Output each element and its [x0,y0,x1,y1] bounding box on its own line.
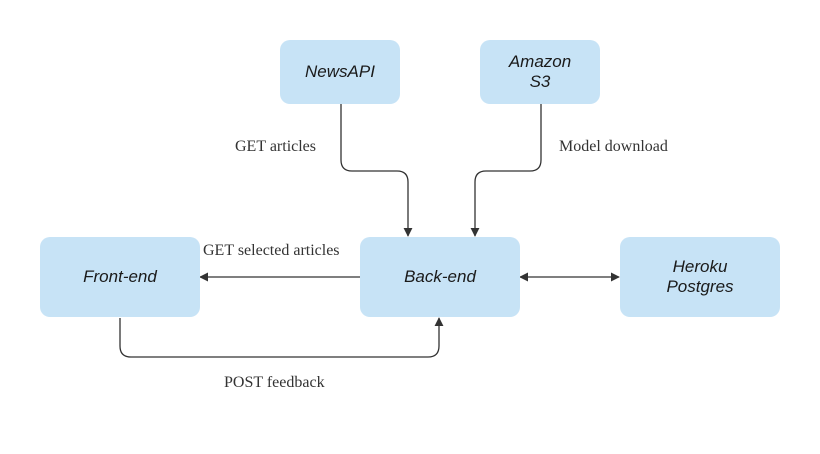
node-backend: Back-end [360,237,520,317]
node-newsapi-label: NewsAPI [305,62,375,81]
node-backend-label: Back-end [404,267,476,286]
node-amazon-s3-label: Amazon S3 [508,52,572,91]
edge-newsapi-to-backend [340,104,413,237]
label-post-feedback: POST feedback [224,374,325,391]
edge-s3-to-backend [470,104,542,237]
node-amazon-s3: Amazon S3 [480,40,600,104]
label-model-download: Model download [559,138,668,155]
label-get-articles: GET articles [235,138,317,155]
edge-frontend-to-backend [119,317,444,358]
node-frontend: Front-end [40,237,200,317]
node-heroku-postgres-label: Heroku Postgres [666,257,734,296]
label-get-selected-articles: GET selected articles [203,242,340,259]
node-heroku-postgres: Heroku Postgres [620,237,780,317]
node-frontend-label: Front-end [83,267,157,286]
node-newsapi: NewsAPI [280,40,400,104]
